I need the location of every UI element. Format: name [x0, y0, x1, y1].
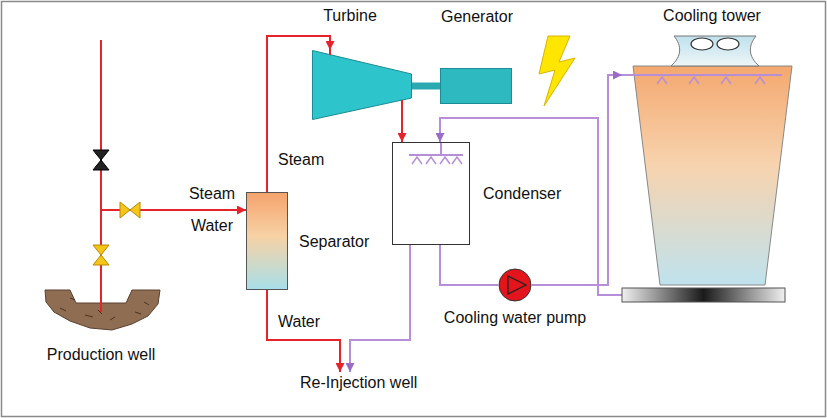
spray-nozzle [412, 157, 422, 164]
valve-symbol [120, 202, 130, 218]
label-anchor: Generator [441, 7, 513, 27]
pipe-connector [267, 290, 340, 372]
valve-symbol [93, 255, 109, 265]
spray-nozzle [755, 77, 765, 84]
outlet-stub [401, 100, 403, 120]
ground-texture [60, 298, 149, 320]
pump-symbol: Cooling water pump [498, 268, 532, 302]
flow-label: Steam [276, 150, 326, 170]
label-anchor: Cooling water pump [444, 308, 586, 328]
fan [691, 38, 713, 50]
separator-vessel: Separator [246, 192, 288, 290]
node-label: Generator [441, 7, 513, 27]
label-anchor: Water [276, 312, 322, 332]
label-anchor: Re-Injection well [300, 373, 417, 393]
label-anchor: Steam [276, 150, 326, 170]
inlet-stub [329, 50, 331, 55]
spray-nozzle [689, 77, 699, 84]
valve-symbol [93, 160, 109, 170]
basin [622, 288, 785, 302]
pipe-connector [165, 209, 246, 211]
steam-turbine: Turbine [312, 50, 412, 120]
label-anchor: Condenser [483, 184, 561, 204]
valve-symbol [93, 245, 109, 255]
flow-label: Water [276, 312, 322, 332]
valve-symbol [130, 202, 140, 218]
spray-header [622, 74, 782, 76]
node-label: Separator [299, 232, 369, 252]
ground [45, 290, 160, 330]
flow-label: Steam [187, 184, 237, 204]
condenser-box: Condenser [392, 142, 470, 245]
label-anchor: Production well [47, 345, 156, 365]
node-label: Condenser [483, 184, 561, 204]
reinjection-well: Re-Injection well [296, 372, 421, 394]
spray-nozzle [657, 77, 667, 84]
label-anchor: Water [189, 216, 235, 236]
shape-svg [622, 30, 795, 310]
spray-nozzle [452, 157, 462, 164]
spray-nozzle [440, 157, 450, 164]
label-anchor: Separator [299, 232, 369, 252]
label-anchor: Steam [187, 184, 237, 204]
turbine-shape [313, 51, 412, 120]
pump-circle [499, 269, 531, 301]
node-label: Re-Injection well [300, 373, 417, 393]
generator-box: Generator [440, 68, 512, 104]
pipe-connector [412, 83, 440, 90]
node-label: Turbine [323, 6, 377, 26]
label-anchor: Turbine [323, 6, 377, 26]
shape-svg [40, 40, 165, 335]
tower-body [633, 66, 792, 285]
pump-triangle [508, 276, 526, 294]
spray-header [409, 143, 463, 155]
lightning-bolt [539, 36, 575, 106]
pipe-connector [350, 245, 410, 372]
shape-svg [312, 50, 412, 120]
pipe-connector [532, 75, 622, 285]
flow-label: Water [189, 216, 235, 236]
shape-svg [393, 143, 471, 246]
node-label: Production well [47, 345, 156, 365]
shape-svg [498, 268, 532, 302]
node-label: Cooling water pump [444, 308, 586, 328]
cooling-tower: Cooling tower [622, 30, 795, 310]
pipe-connector [401, 120, 403, 142]
fan [717, 38, 739, 50]
node-label: Cooling tower [663, 6, 761, 26]
well-pipe [100, 40, 102, 312]
label-anchor: Cooling tower [663, 6, 761, 26]
spray-nozzle [426, 157, 436, 164]
pipe-connector [440, 245, 498, 285]
wellhead-illustration: Production well [40, 40, 165, 335]
spray-nozzle [721, 77, 731, 84]
fan-stack [671, 36, 759, 66]
valve-symbol [93, 150, 109, 160]
